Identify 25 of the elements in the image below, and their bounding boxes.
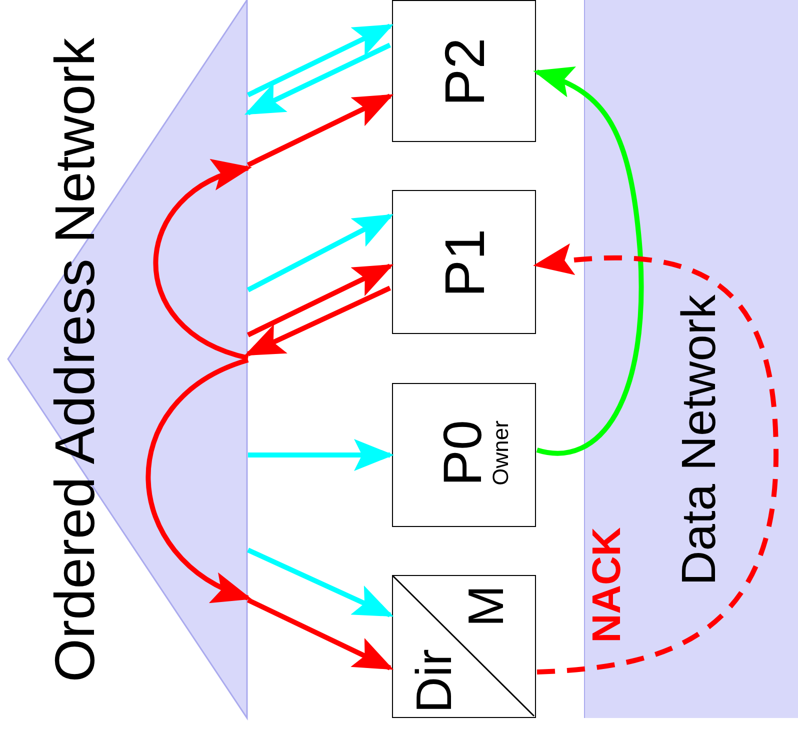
processor-box bbox=[392, 0, 536, 142]
network-triangle bbox=[8, 0, 247, 718]
arrow bbox=[246, 214, 394, 292]
arrow bbox=[244, 42, 392, 116]
directory-label: Dir bbox=[409, 649, 459, 713]
memory-label: M bbox=[461, 585, 511, 627]
network-label: Data Network bbox=[676, 294, 724, 586]
arrow bbox=[246, 264, 394, 338]
arrow bbox=[246, 94, 394, 168]
arrow bbox=[533, 244, 778, 674]
processor-label: P1 bbox=[437, 228, 493, 298]
processor-label: P2 bbox=[437, 38, 493, 106]
processor-box bbox=[392, 383, 536, 527]
arrow bbox=[246, 598, 394, 670]
arrow bbox=[244, 286, 392, 356]
processor-label: P0 bbox=[436, 420, 490, 486]
network-label: Ordered Address Network bbox=[47, 38, 103, 682]
arrow bbox=[248, 439, 394, 471]
arrow bbox=[146, 358, 252, 600]
arrow bbox=[246, 548, 394, 618]
processor-box bbox=[392, 190, 536, 334]
edge-label: NACK bbox=[587, 527, 627, 643]
arrow bbox=[246, 24, 394, 98]
role-label: Owner bbox=[490, 420, 512, 486]
arrow bbox=[533, 68, 644, 456]
